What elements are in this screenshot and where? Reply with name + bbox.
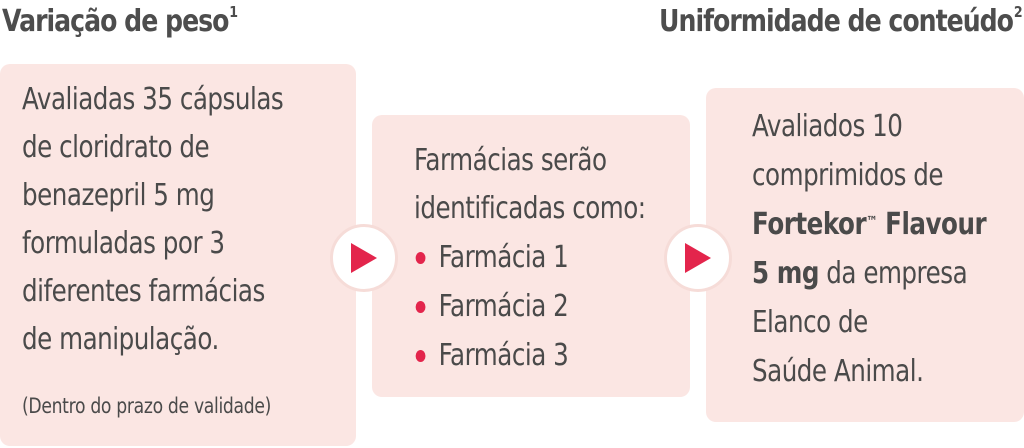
product-dose: 5 mg [752,256,819,291]
right-info-box: Avaliados 10 comprimidos de Fortekor™ Fl… [706,88,1024,422]
right-line-4: 5 mg da empresa [752,249,986,298]
trademark-symbol: ™ [866,214,878,230]
bullet-icon [415,350,426,362]
left-line-5: diferentes farmácias [22,274,265,309]
pharmacy-list: Farmácia 1 Farmácia 2 Farmácia 3 [414,233,646,380]
bullet-icon [415,301,426,313]
play-arrow-icon [351,243,377,273]
pharmacy-label: Farmácia 1 [438,240,569,275]
right-line-6: Saúde Animal. [752,354,924,389]
left-line-2: de cloridrato de [22,130,210,165]
right-line-5: Elanco de [752,305,868,340]
left-line-3: benazepril 5 mg [22,178,215,213]
product-name: Fortekor [752,207,867,242]
left-line-6: de manipulação. [22,322,219,357]
bullet-icon [415,252,426,264]
middle-line-1: Farmácias serão [414,143,607,178]
pharmacy-label: Farmácia 2 [438,289,569,324]
right-line-1: Avaliados 10 [752,109,903,144]
pharmacy-label: Farmácia 3 [438,338,569,373]
right-box-text: Avaliados 10 comprimidos de Fortekor™ Fl… [752,102,987,396]
heading-content-uniformity: Uniformidade de conteúdo2 [659,3,1023,39]
left-info-box: Avaliadas 35 cápsulas de cloridrato de b… [0,64,356,446]
pharmacy-list-item: Farmácia 3 [414,331,646,380]
right-line-2: comprimidos de [752,158,944,193]
middle-box-text: Farmácias serão identificadas como: Farm… [414,137,646,380]
middle-line-2: identificadas como: [414,191,646,226]
heading-weight-variation: Variação de peso1 [2,3,238,39]
footnote-1: 1 [229,3,238,21]
left-line-1: Avaliadas 35 cápsulas [22,82,284,117]
flow-arrow-1 [330,224,398,292]
validity-note: (Dentro do prazo de validade) [22,394,272,418]
footnote-2: 2 [1014,3,1023,21]
left-box-text: Avaliadas 35 cápsulas de cloridrato de b… [22,76,284,364]
right-line-3: Fortekor™ Flavour [752,200,987,249]
flow-arrow-2 [664,224,732,292]
right-line-4-rest: da empresa [818,256,968,291]
pharmacy-list-item: Farmácia 2 [414,282,646,331]
pharmacy-list-item: Farmácia 1 [414,233,646,282]
middle-info-box: Farmácias serão identificadas como: Farm… [372,115,690,397]
heading-weight-variation-text: Variação de peso [2,4,229,39]
left-line-4: formuladas por 3 [22,226,225,261]
heading-content-uniformity-text: Uniformidade de conteúdo [659,4,1014,39]
play-arrow-icon [685,243,711,273]
product-name-rest: Flavour [877,207,987,242]
